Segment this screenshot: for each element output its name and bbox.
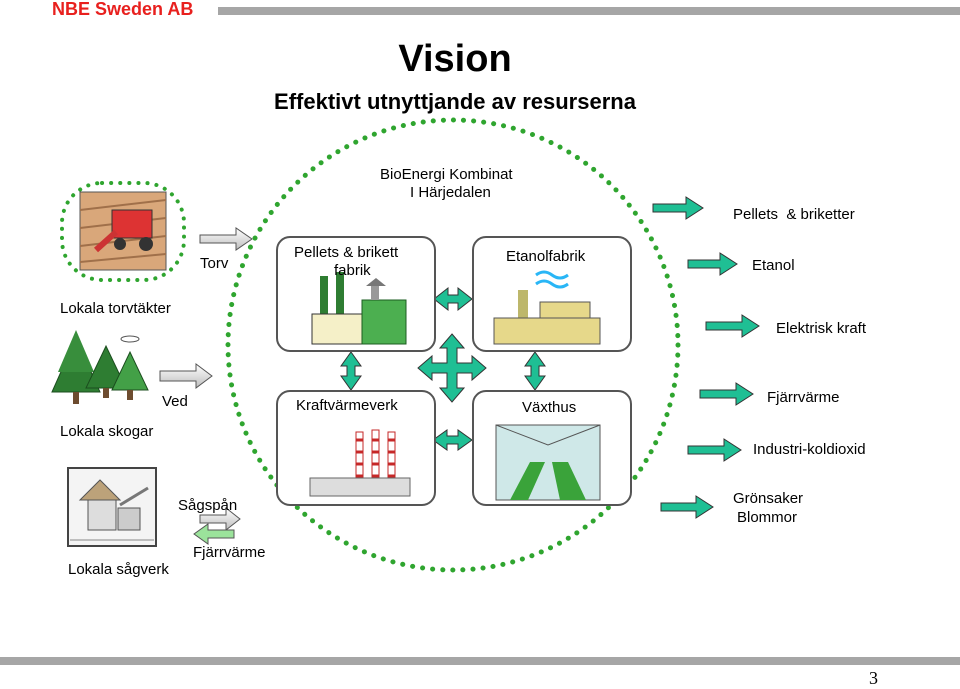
center-title-line1: BioEnergi Kombinat (380, 166, 513, 183)
slide-subtitle: Effektivt utnyttjande av resurserna (274, 89, 636, 114)
forest-label: Lokala skogar (60, 423, 154, 440)
pellets-factory-label-2: fabrik (334, 262, 371, 279)
greenhouse-picture (495, 424, 601, 501)
sawmill-picture (67, 467, 157, 547)
chp-plant-picture (309, 429, 411, 497)
pellets-output-label: Pellets & briketter (733, 206, 855, 223)
brand-name: NBE Sweden AB (52, 0, 194, 19)
co2-output-arrow (687, 438, 742, 462)
vegetables-output-arrow (660, 495, 714, 519)
power-output-label: Elektrisk kraft (776, 320, 867, 337)
sawmill-label: Lokala sågverk (68, 561, 169, 578)
footer-bar (0, 657, 960, 665)
wood-input-label: Ved (162, 393, 188, 410)
district-heat-output-arrow (699, 382, 754, 406)
co2-output-label: Industri-koldioxid (753, 441, 866, 458)
forest-trees-picture (51, 330, 149, 404)
sawdust-input-label: Sågspån (178, 497, 238, 514)
header-bar-right (208, 7, 960, 15)
peat-area-label: Lokala torvtäkter (60, 300, 171, 317)
brand-box: NBE Sweden AB (0, 0, 218, 22)
page-number: 3 (869, 668, 878, 688)
district-heat-output-label: Fjärrvärme (767, 389, 840, 406)
peat-harvester-picture (79, 191, 167, 271)
district-heat-input-label: Fjärrvärme (193, 544, 266, 561)
center-title-line2: I Härjedalen (410, 184, 491, 201)
vegetables-output-label-2: Blommor (737, 509, 798, 526)
power-output-arrow (705, 314, 760, 338)
ethanol-factory-label: Etanolfabrik (506, 248, 586, 265)
ethanol-output-arrow (687, 252, 738, 276)
peat-input-arrow (199, 227, 253, 251)
center-four-way-arrow (417, 333, 487, 403)
slide-title: Vision (398, 38, 512, 80)
greenhouse-label: Växthus (522, 399, 577, 416)
pellets-factory-label-1: Pellets & brikett (294, 244, 399, 261)
pellets-factory-picture (311, 272, 407, 345)
pellets-output-arrow (652, 196, 704, 220)
chp-plant-label: Kraftvärmeverk (296, 397, 398, 414)
ethanol-output-label: Etanol (752, 257, 795, 274)
bioenergy-circle (225, 117, 681, 573)
vegetables-output-label-1: Grönsaker (733, 490, 804, 507)
peat-input-label: Torv (200, 255, 229, 272)
district-heat-return-arrow (193, 523, 235, 545)
wood-input-arrow (159, 363, 213, 389)
sawdust-input-arrow (199, 506, 241, 532)
ethanol-factory-picture (493, 270, 601, 345)
